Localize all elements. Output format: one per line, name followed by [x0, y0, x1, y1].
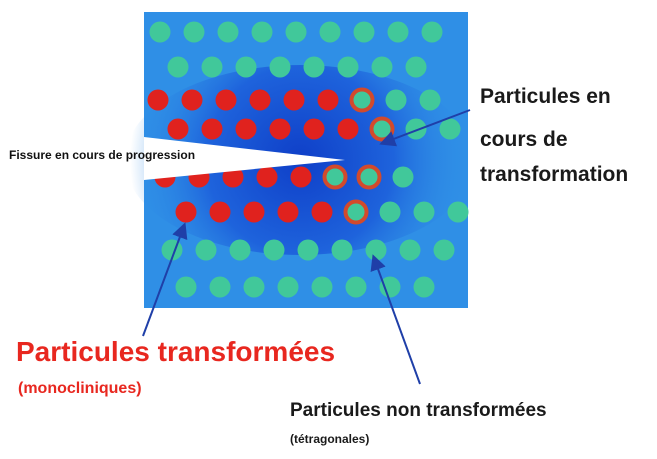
- particle-monoclinic: [215, 89, 237, 111]
- particle-tetragonal: [365, 239, 387, 261]
- particle-monoclinic: [209, 201, 231, 223]
- particle-transforming: [349, 87, 375, 113]
- particle-tetragonal: [269, 56, 291, 78]
- particle-tetragonal: [195, 239, 217, 261]
- particle-tetragonal: [379, 201, 401, 223]
- particle-monoclinic: [147, 89, 169, 111]
- particle-monoclinic: [167, 118, 189, 140]
- particle-monoclinic: [256, 166, 278, 188]
- particle-tetragonal: [201, 56, 223, 78]
- particle-tetragonal: [149, 21, 171, 43]
- particle-tetragonal: [183, 21, 205, 43]
- particle-tetragonal: [331, 239, 353, 261]
- particle-monoclinic: [269, 118, 291, 140]
- transforming-label-line-2: cours de: [480, 128, 568, 151]
- particle-tetragonal: [399, 239, 421, 261]
- particle-tetragonal: [345, 276, 367, 298]
- particle-grid: [147, 21, 469, 298]
- particle-tetragonal: [297, 239, 319, 261]
- particle-tetragonal: [217, 21, 239, 43]
- particle-monoclinic: [181, 89, 203, 111]
- particle-tetragonal: [405, 118, 427, 140]
- particle-monoclinic: [235, 118, 257, 140]
- crack-label: Fissure en cours de progression: [9, 148, 196, 162]
- particle-tetragonal: [167, 56, 189, 78]
- particle-tetragonal: [405, 56, 427, 78]
- particle-monoclinic: [222, 166, 244, 188]
- particle-monoclinic: [243, 201, 265, 223]
- particle-tetragonal: [235, 56, 257, 78]
- particle-tetragonal: [385, 89, 407, 111]
- particle-monoclinic: [303, 118, 325, 140]
- particle-monoclinic: [311, 201, 333, 223]
- particle-tetragonal: [419, 89, 441, 111]
- particle-tetragonal: [379, 276, 401, 298]
- particle-monoclinic: [290, 166, 312, 188]
- particle-transforming: [356, 164, 382, 190]
- particle-tetragonal: [447, 201, 469, 223]
- particle-tetragonal: [387, 21, 409, 43]
- particle-tetragonal: [319, 21, 341, 43]
- particle-monoclinic: [249, 89, 271, 111]
- particle-tetragonal: [392, 166, 414, 188]
- particle-tetragonal: [285, 21, 307, 43]
- particle-tetragonal: [337, 56, 359, 78]
- particle-tetragonal: [229, 239, 251, 261]
- particle-tetragonal: [175, 276, 197, 298]
- particle-tetragonal: [277, 276, 299, 298]
- particle-tetragonal: [209, 276, 231, 298]
- particle-monoclinic: [277, 201, 299, 223]
- particle-tetragonal: [311, 276, 333, 298]
- transforming-label-line-1: Particules en: [480, 85, 611, 108]
- crack: [144, 137, 345, 180]
- particle-transforming: [369, 116, 395, 142]
- arrow-transformed: [142, 222, 188, 337]
- particle-tetragonal: [243, 276, 265, 298]
- particle-monoclinic: [175, 201, 197, 223]
- arrow-transforming: [379, 109, 471, 147]
- particle-monoclinic: [337, 118, 359, 140]
- transforming-label-line-3: transformation: [480, 163, 629, 186]
- particle-monoclinic: [283, 89, 305, 111]
- arrow-untransformed: [370, 254, 421, 385]
- particle-tetragonal: [303, 56, 325, 78]
- particle-tetragonal: [413, 201, 435, 223]
- particle-transforming: [322, 164, 348, 190]
- untransformed-label: Particules non transformées: [290, 400, 547, 421]
- transformed-sublabel: (monocliniques): [18, 380, 142, 397]
- particle-monoclinic: [201, 118, 223, 140]
- untransformed-sublabel: (tétragonales): [290, 432, 370, 446]
- particle-tetragonal: [371, 56, 393, 78]
- transformed-label: Particules transformées: [16, 336, 336, 367]
- particle-monoclinic: [317, 89, 339, 111]
- particle-tetragonal: [413, 276, 435, 298]
- particle-tetragonal: [421, 21, 443, 43]
- particle-tetragonal: [433, 239, 455, 261]
- particle-tetragonal: [353, 21, 375, 43]
- particle-tetragonal: [439, 118, 461, 140]
- particle-tetragonal: [251, 21, 273, 43]
- particle-tetragonal: [263, 239, 285, 261]
- particle-transforming: [343, 199, 369, 225]
